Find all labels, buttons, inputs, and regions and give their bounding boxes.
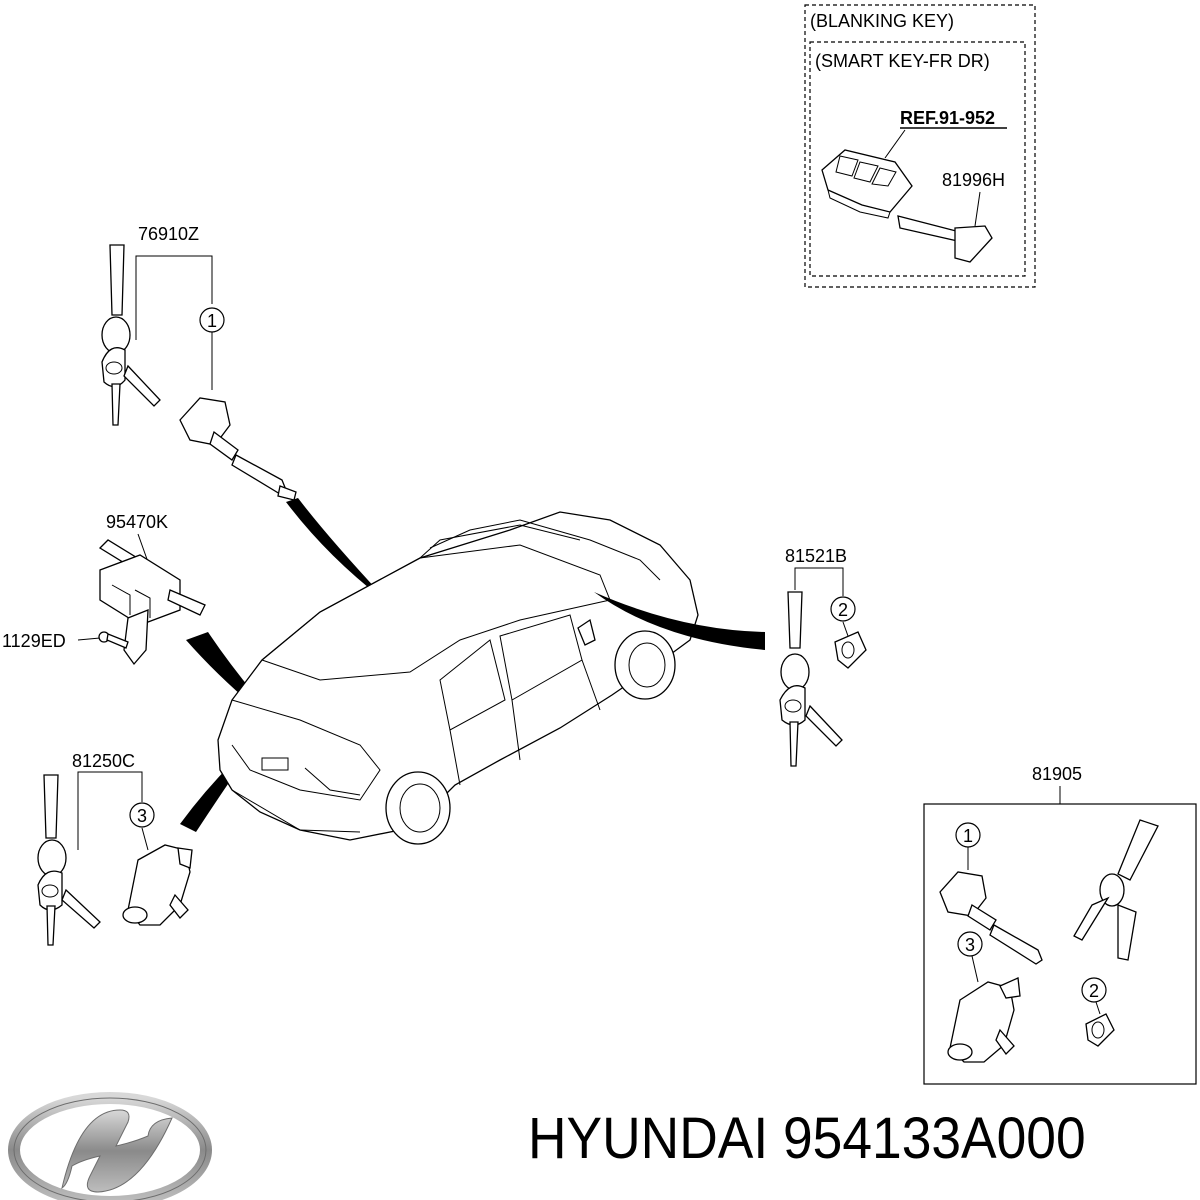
set-door-lock-icon: [939, 871, 1043, 965]
control-module-icon: [98, 539, 206, 666]
part-label-81250c: 81250C: [72, 751, 135, 771]
pointer-door-lock: [286, 498, 392, 606]
callout-1-set: 1: [963, 826, 973, 846]
callout-2-set: 2: [1089, 981, 1099, 1001]
part-label-81996h: 81996H: [942, 170, 1005, 190]
blanking-key-label: (BLANKING KEY): [810, 11, 954, 31]
fuel-lock-group: 81521B 2: [594, 546, 867, 767]
part-label-1129ed: 1129ED: [2, 631, 66, 651]
fuel-lock-cylinder-icon: [834, 631, 867, 669]
trunk-key-pair-icon: [37, 774, 101, 946]
blade-key-icon: [897, 215, 993, 263]
fuel-key-pair-icon: [779, 591, 843, 767]
pointer-fuel-lock: [594, 592, 765, 650]
part-number: 954133A000: [782, 1106, 1086, 1171]
trunk-lock-cylinder-icon: [122, 844, 193, 926]
blanking-key-box: (BLANKING KEY) (SMART KEY-FR DR) REF.91-…: [804, 4, 1036, 288]
door-lock-group: 76910Z 1: [101, 224, 392, 606]
part-label-81905: 81905: [1032, 764, 1082, 784]
lock-set-group: 81905 1 3 2: [923, 764, 1197, 1085]
part-label-76910z: 76910Z: [138, 224, 199, 244]
brand-name: HYUNDAI: [528, 1106, 769, 1171]
part-label-95470k: 95470K: [106, 512, 168, 532]
smart-key-label: (SMART KEY-FR DR): [815, 51, 990, 71]
callout-1-top: 1: [207, 311, 217, 331]
hyundai-logo-icon: [8, 1092, 212, 1200]
set-fuel-lock-icon: [1085, 1013, 1115, 1047]
set-key-icon: [1073, 819, 1159, 961]
car-illustration-icon: [217, 511, 699, 845]
callout-2-right: 2: [838, 600, 848, 620]
callout-3-set: 3: [965, 935, 975, 955]
module-group: 95470K 1129ED: [2, 512, 290, 735]
footer-title: HYUNDAI 954133A000: [528, 1105, 1086, 1172]
screw-icon: [98, 631, 129, 649]
smart-key-fob-icon: [821, 149, 913, 219]
ref-label: REF.91-952: [900, 108, 995, 128]
set-trunk-lock-icon: [947, 977, 1021, 1063]
key-pair-icon: [101, 244, 161, 426]
callout-3-left: 3: [137, 806, 147, 826]
door-lock-cylinder-icon: [179, 397, 297, 501]
part-label-81521b: 81521B: [785, 546, 847, 566]
